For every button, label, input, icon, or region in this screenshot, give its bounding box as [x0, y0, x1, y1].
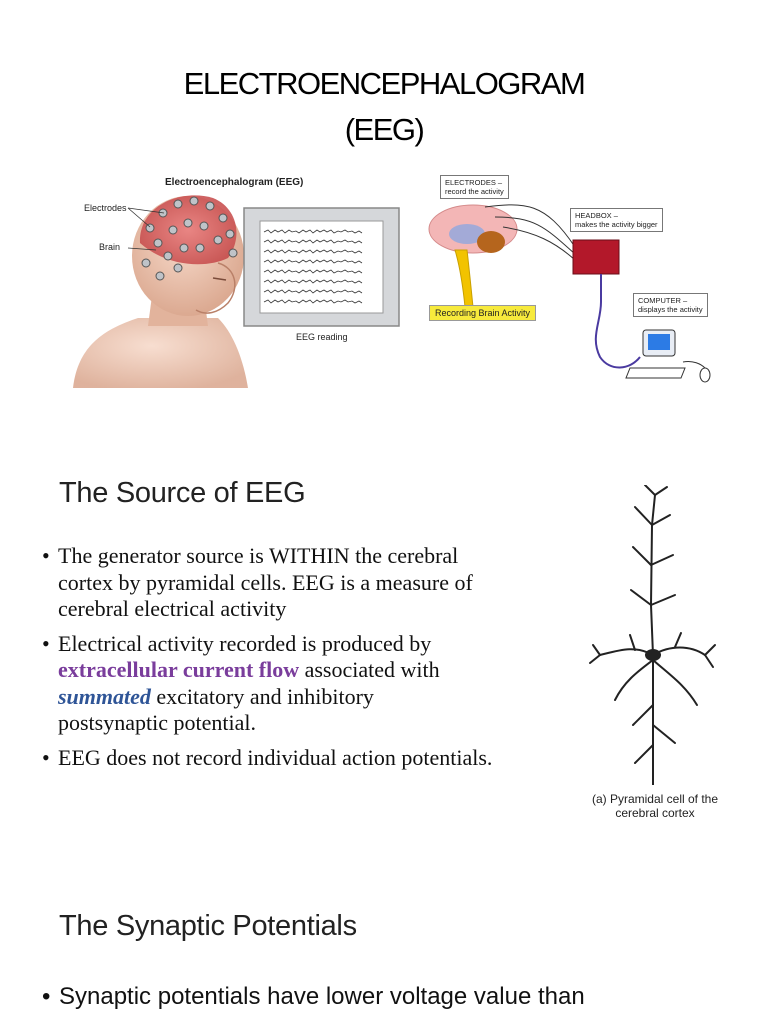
- bullet-electrical-activity: Electrical activity recorded is produced…: [42, 631, 562, 737]
- highlight-summated: summated: [58, 683, 151, 709]
- eeg-figure-title: Electroencephalogram (EEG): [165, 177, 304, 188]
- eeg-illustration: Electroencephalogram (EEG) Electrodes Br…: [68, 168, 408, 393]
- label-electrodes: Electrodes: [84, 203, 127, 213]
- bullet1-line3: cerebral electrical activity: [58, 596, 287, 621]
- bullet-synaptic-potentials: Synaptic potentials have lower voltage v…: [42, 983, 585, 1011]
- headbox-box-line2: makes the activity bigger: [575, 220, 658, 229]
- heading-synaptic-potentials: The Synaptic Potentials: [59, 910, 357, 942]
- bullet2-line3: summated excitatory and inhibitory: [58, 684, 562, 711]
- pyramidal-cell-caption: (a) Pyramidal cell of the cerebral corte…: [575, 792, 735, 820]
- bullet2-line3-rest: excitatory and inhibitory: [150, 683, 374, 709]
- slide-title-line2: (EEG): [344, 112, 425, 147]
- source-bullet-list: The generator source is WITHIN the cereb…: [42, 543, 562, 779]
- bullet2-line2: extracellular current flow associated wi…: [58, 657, 562, 684]
- pyramidal-cell-drawing: [589, 484, 716, 786]
- electrodes-box-line2: record the activity: [445, 187, 504, 196]
- recording-brain-activity-label: Recording Brain Activity: [429, 305, 537, 321]
- computer-box-line2: displays the activity: [638, 305, 703, 314]
- eeg-head-drawing: [73, 195, 400, 388]
- bullet2-line4: postsynaptic potential.: [58, 710, 256, 735]
- bullet-action-potentials: EEG does not record individual action po…: [42, 745, 562, 772]
- pyramidal-caption-line2: cerebral cortex: [615, 806, 695, 820]
- electrodes-box: ELECTRODES – record the activity: [440, 175, 509, 199]
- label-brain: Brain: [99, 242, 121, 252]
- bullet1-line1: The generator source is WITHIN the cereb…: [58, 543, 459, 568]
- bullet2-line1: Electrical activity recorded is produced…: [58, 630, 432, 656]
- label-eeg-reading: EEG reading: [296, 332, 348, 342]
- bullet2-line2-rest: associated with: [299, 657, 440, 682]
- headbox-box: HEADBOX – makes the activity bigger: [570, 208, 663, 232]
- electrodes-box-line1: ELECTRODES –: [445, 178, 503, 187]
- pyramidal-caption-line1: (a) Pyramidal cell of the: [591, 792, 719, 806]
- bullet1-line2: cortex by pyramidal cells. EEG is a meas…: [58, 569, 473, 595]
- pyramidal-cell-figure: (a) Pyramidal cell of the cerebral corte…: [575, 484, 735, 830]
- headbox-box-line1: HEADBOX –: [575, 211, 618, 220]
- recording-diagram: ELECTRODES – record the activity HEADBOX…: [425, 172, 725, 392]
- highlight-extracellular-current-flow: extracellular current flow: [58, 657, 300, 682]
- slide-title-line1: ELECTROENCEPHALOGRAM: [183, 66, 586, 101]
- computer-box-line1: COMPUTER –: [638, 296, 688, 305]
- bullet3-line: EEG does not record individual action po…: [58, 744, 493, 770]
- computer-box: COMPUTER – displays the activity: [633, 293, 708, 317]
- recording-drawing: [428, 204, 711, 383]
- bullet-generator-source: The generator source is WITHIN the cereb…: [42, 543, 562, 623]
- heading-source-of-eeg: The Source of EEG: [59, 477, 306, 509]
